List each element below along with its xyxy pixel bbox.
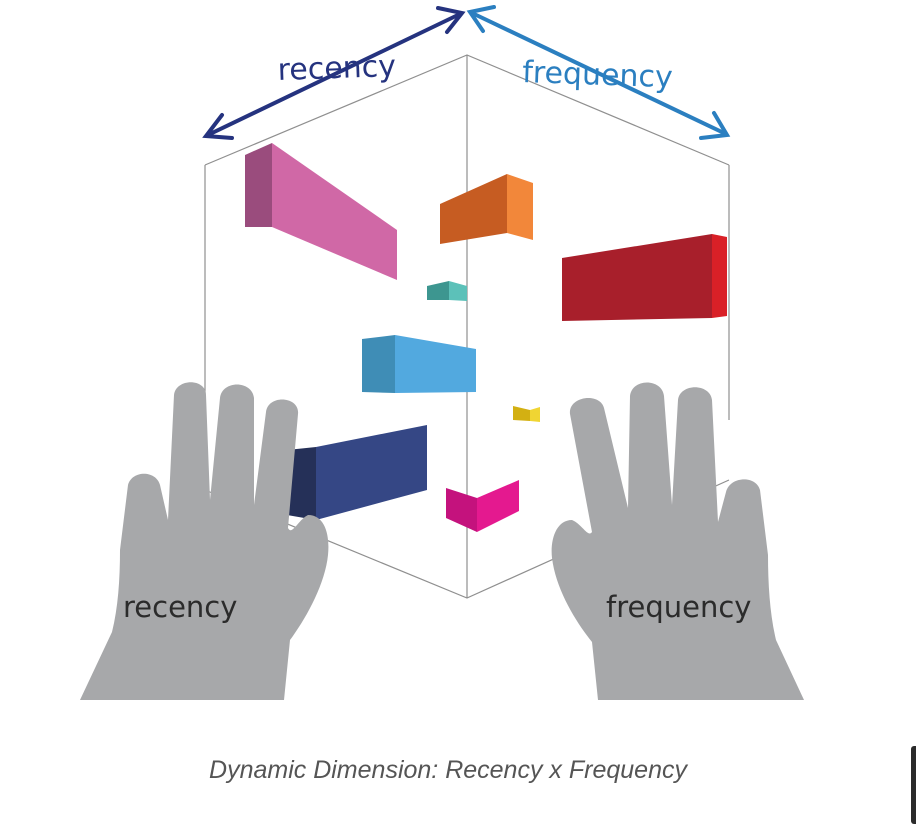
teal-bar [427, 281, 467, 301]
navy-bar [287, 425, 427, 520]
right-hand-label: frequency [606, 590, 751, 624]
red-bar [562, 234, 727, 321]
recency-axis-arrow [202, 6, 466, 140]
top-recency-label: recency [277, 49, 397, 88]
frequency-axis-arrow [466, 5, 731, 140]
orange-bar [440, 174, 533, 244]
edge-scroll-tab [911, 746, 916, 824]
yellow-bar [513, 406, 540, 422]
left-hand-label: recency [123, 590, 237, 624]
top-frequency-label: frequency [522, 55, 674, 95]
blue-bar [362, 335, 476, 393]
left-hand-icon [80, 382, 329, 700]
magenta-bar [446, 480, 519, 532]
figure-caption: Dynamic Dimension: Recency x Frequency [209, 756, 687, 784]
pink-bar [245, 143, 397, 280]
right-hand-icon [551, 382, 804, 700]
